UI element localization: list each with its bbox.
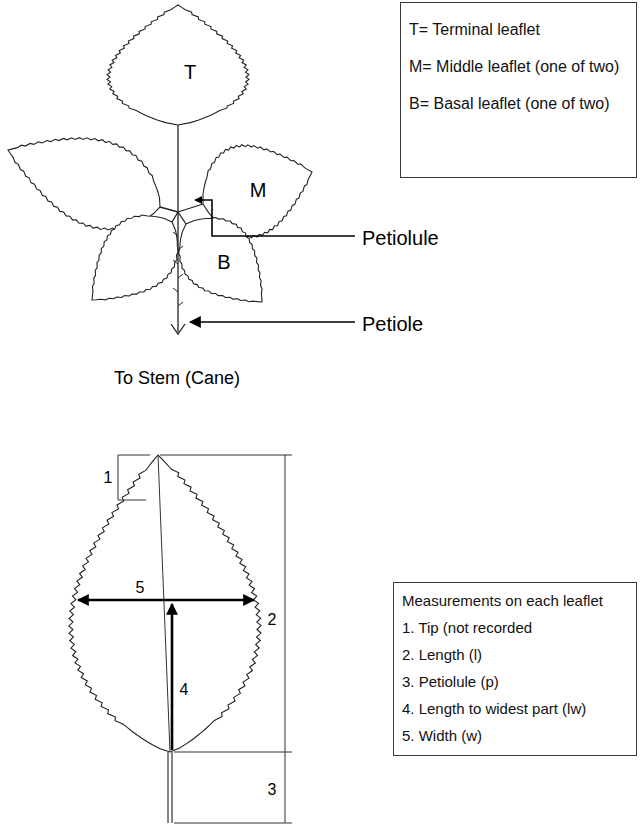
- tip-bracket: [118, 455, 150, 500]
- box-heading: Measurements on each leaflet: [402, 587, 603, 614]
- box-text: B= Basal leaflet (one of two): [409, 85, 610, 122]
- box-text: 4. Length to widest part (lw): [402, 695, 586, 722]
- petiolule-leader: [195, 200, 355, 236]
- callout-number: 4: [180, 682, 189, 698]
- box-text: 1. Tip (not recorded: [402, 614, 532, 641]
- leaflet-letter: B: [217, 252, 230, 272]
- part-name: Petiolule: [362, 228, 439, 248]
- leader-lines: [190, 200, 355, 322]
- petiolule-stalk: [171, 752, 172, 823]
- leaflet-letter: M: [250, 180, 267, 200]
- extension-line: [160, 455, 292, 456]
- box-text: T= Terminal leaflet: [409, 11, 540, 48]
- box-text: 3. Petiolule (p): [402, 668, 499, 695]
- extension-line: [174, 823, 292, 824]
- petiole-base: [171, 324, 185, 334]
- prickle: [178, 302, 183, 306]
- midrib: [158, 455, 170, 752]
- legend-box: Measurements on each leaflet1. Tip (not …: [393, 582, 637, 756]
- dimension-lines: [118, 455, 292, 823]
- leaflet-outline: [107, 5, 249, 125]
- prickle: [173, 232, 178, 236]
- compound-leaf-stalks: [160, 125, 203, 334]
- petiolule-line: [172, 212, 178, 222]
- prickles: [173, 232, 183, 306]
- box-text: M= Middle leaflet (one of two): [409, 48, 619, 85]
- petiolule-line: [160, 207, 178, 212]
- leaflet-outlines: [8, 5, 312, 752]
- prickle: [178, 246, 183, 250]
- part-name: To Stem (Cane): [114, 369, 240, 387]
- dimension-line: [285, 455, 286, 823]
- box-text: 5. Width (w): [402, 722, 482, 749]
- callout-number: 2: [268, 612, 277, 628]
- prickle: [173, 260, 178, 264]
- callout-number: 1: [104, 470, 113, 486]
- measure-arrows: [78, 600, 254, 750]
- prickle: [173, 288, 178, 292]
- leaflet-outline: [179, 217, 262, 302]
- leaflet-letter: T: [184, 62, 196, 82]
- leaflet-outline: [69, 455, 261, 752]
- leaflet-outline: [92, 215, 178, 300]
- petiolule-stalk: [167, 752, 168, 823]
- width-arrow: [78, 599, 254, 602]
- widest-length-arrow: [171, 604, 174, 750]
- petiole-leader: [190, 321, 355, 323]
- petiolule-line: [178, 204, 203, 212]
- extension-line: [174, 752, 292, 753]
- prickle: [178, 274, 183, 278]
- petiolule-line: [178, 212, 186, 224]
- petiole-line: [177, 125, 178, 332]
- box-text: 2. Length (l): [402, 641, 482, 668]
- callout-number: 5: [136, 580, 145, 596]
- part-name: Petiole: [362, 314, 423, 334]
- legend-box: T= Terminal leafletM= Middle leaflet (on…: [400, 2, 637, 178]
- callout-number: 3: [268, 782, 277, 798]
